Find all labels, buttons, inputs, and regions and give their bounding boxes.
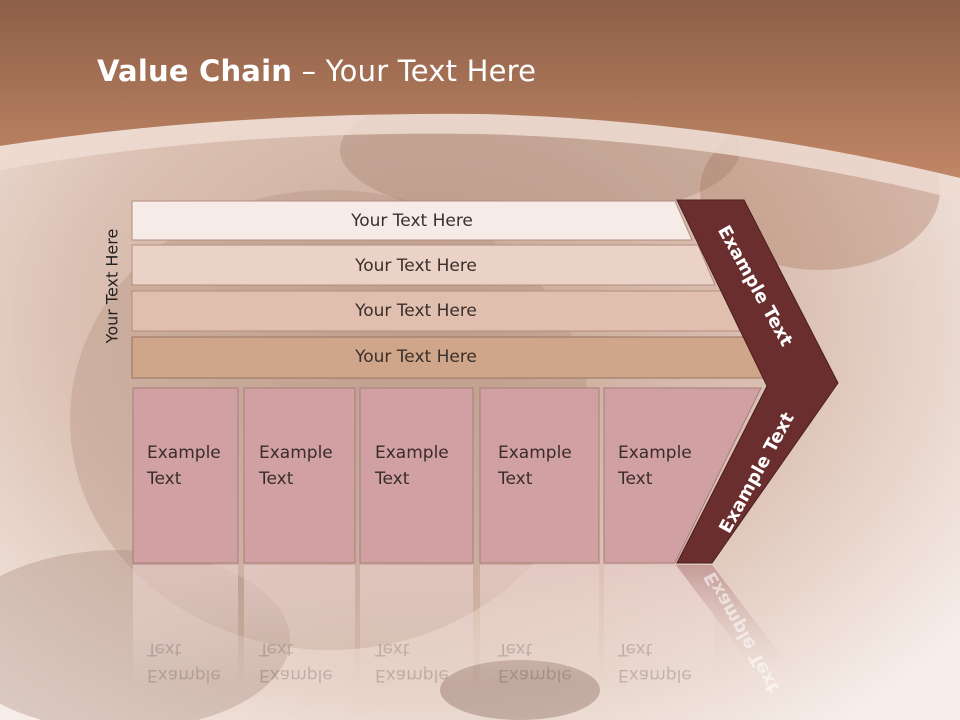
column-shape-1 [132, 387, 239, 564]
column-shape-2 [243, 387, 356, 564]
row-3: Your Text Here [355, 301, 477, 321]
slide-title: Value Chain – Your Text Here [97, 54, 537, 88]
row-1: Your Text Here [351, 211, 473, 231]
column-shape-5 [603, 387, 762, 564]
row-4: Your Text Here [355, 347, 477, 367]
row-shape-1 [131, 200, 693, 241]
column-shape-3 [359, 387, 474, 564]
column-shape-4 [479, 387, 600, 564]
row-2: Your Text Here [355, 256, 477, 276]
row-shape-2 [131, 244, 716, 286]
chevron-shape [676, 199, 839, 564]
